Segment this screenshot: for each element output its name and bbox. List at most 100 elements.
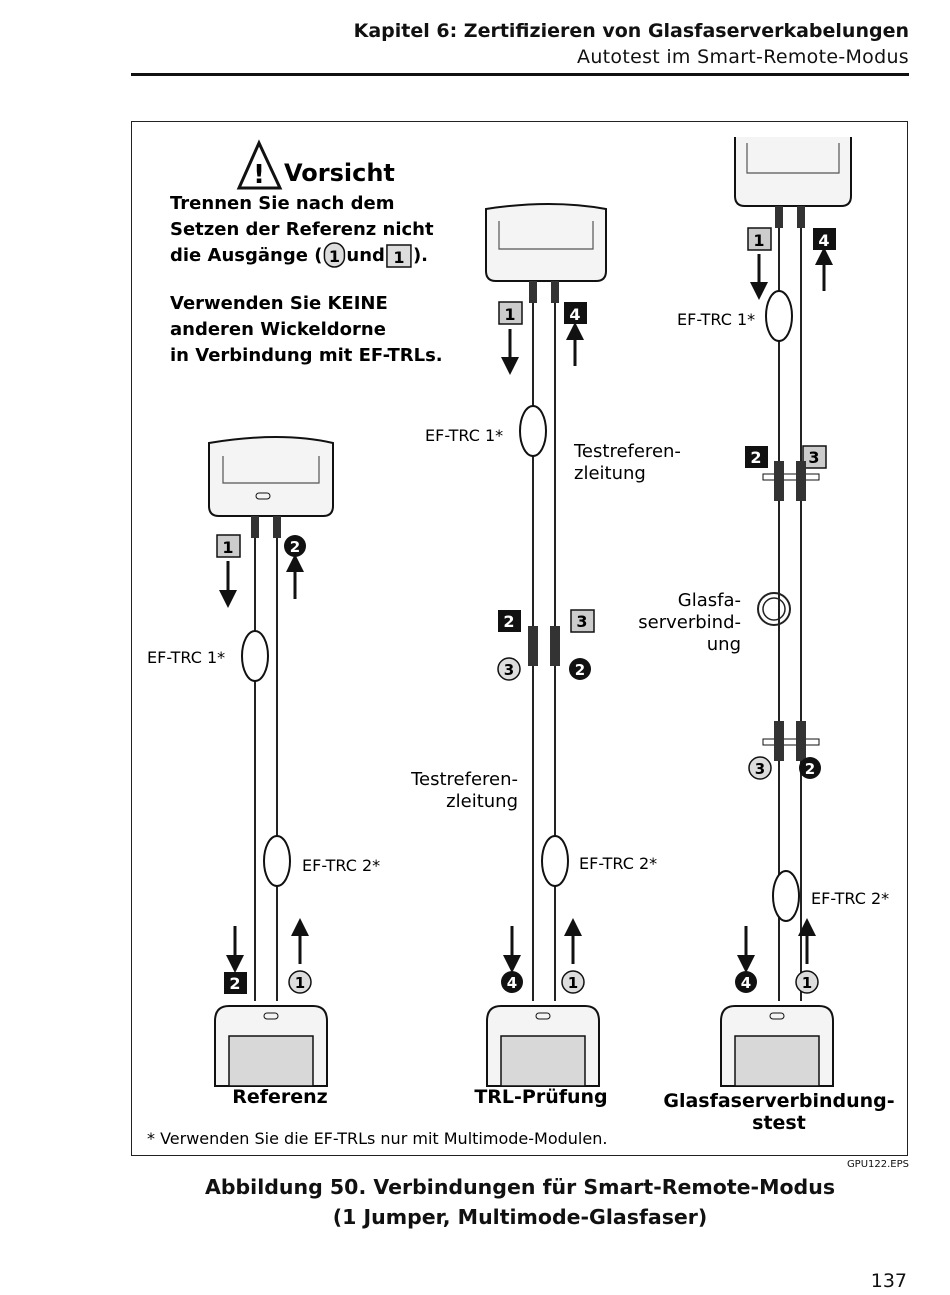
caution-line-3-prefix: die Ausgänge (	[170, 245, 322, 266]
svg-text:2: 2	[229, 974, 240, 993]
label-ef-trc-1: EF-TRC 1*	[677, 310, 755, 329]
connector	[774, 721, 784, 761]
panel-title-trl: TRL-Prüfung	[474, 1086, 607, 1108]
label-link-3: ung	[707, 634, 741, 655]
page-number: 137	[870, 1270, 907, 1292]
connector	[550, 626, 560, 666]
adapter-panel	[762, 738, 820, 746]
panel-title-link-1: Glasfaserverbindung-	[663, 1090, 894, 1112]
panel-title-reference: Referenz	[232, 1086, 328, 1108]
svg-text:1: 1	[329, 247, 340, 266]
port-badge-1: 1	[747, 227, 772, 251]
svg-text:1: 1	[568, 974, 578, 992]
svg-text:3: 3	[576, 612, 587, 631]
label-test-ref-1: Testreferen-	[410, 769, 518, 790]
svg-text:1: 1	[295, 974, 305, 992]
port-badge-4: 4	[813, 228, 836, 250]
panel-link-test: 1 4 EF-TRC 1* 2 3 Glasfa- serverbind- un…	[638, 137, 895, 1134]
remote-unit-top	[485, 203, 607, 282]
svg-text:1: 1	[753, 231, 764, 250]
svg-text:2: 2	[805, 760, 815, 778]
svg-text:2: 2	[575, 661, 585, 679]
label-ef-trc-1: EF-TRC 1*	[425, 426, 503, 445]
section-title: Autotest im Smart-Remote-Modus	[577, 46, 909, 68]
remote-unit-top	[734, 137, 852, 207]
label-ef-trc-1: EF-TRC 1*	[147, 648, 225, 667]
port-badge-3: 3	[802, 445, 827, 469]
port-badge-2: 2	[745, 446, 768, 468]
remote-unit-top	[208, 436, 334, 517]
port-badge-2-circle: 2	[799, 757, 821, 779]
svg-text:1: 1	[393, 248, 404, 267]
caution-title: Vorsicht	[284, 159, 395, 187]
mandrel-2	[772, 870, 800, 922]
port-badge-1: 1	[216, 534, 241, 558]
port-badge-1: 1	[498, 301, 523, 325]
svg-text:3: 3	[808, 448, 819, 467]
svg-text:4: 4	[507, 974, 517, 992]
port-badge-2-circle: 2	[284, 535, 306, 557]
label-link-1: Glasfa-	[678, 590, 741, 611]
caution-line-6: in Verbindung mit EF-TRLs.	[170, 345, 443, 366]
caution-line-3-suffix: ).	[413, 245, 428, 266]
port-square-badge: 1	[386, 244, 412, 268]
port-badge-3: 3	[570, 609, 595, 633]
svg-text:!: !	[253, 160, 265, 190]
caution-line-3-middle: und	[346, 245, 385, 266]
svg-text:1: 1	[222, 538, 233, 557]
mandrel-1	[241, 630, 269, 682]
svg-text:4: 4	[569, 305, 580, 324]
port-circle-badge: 1	[323, 242, 346, 268]
label-link-2: serverbind-	[638, 612, 741, 633]
chapter-title: Kapitel 6: Zertifizieren von Glasfaserve…	[353, 20, 909, 42]
port-badge-2: 2	[224, 972, 247, 994]
footnote: * Verwenden Sie die EF-TRLs nur mit Mult…	[147, 1129, 607, 1148]
svg-text:4: 4	[818, 231, 829, 250]
mandrel-2	[541, 835, 569, 887]
figure-code: GPU122.EPS	[846, 1159, 909, 1170]
panel-trl: 1 4 EF-TRC 1* Testreferen- zleitung 2 3 …	[410, 203, 681, 1108]
main-unit-bottom	[214, 1005, 328, 1087]
port-badge-2-circle: 2	[569, 658, 591, 680]
connector	[528, 626, 538, 666]
port-badge-1-circle: 1	[795, 970, 819, 994]
svg-text:2: 2	[750, 448, 761, 467]
connector	[774, 461, 784, 501]
main-unit-bottom	[720, 1005, 834, 1087]
main-unit-bottom	[486, 1005, 600, 1087]
label-ef-trc-2: EF-TRC 2*	[302, 856, 380, 875]
port-badge-3-circle: 3	[748, 756, 772, 780]
svg-text:3: 3	[504, 661, 514, 679]
svg-text:3: 3	[755, 760, 765, 778]
figure-caption-line-1: Abbildung 50. Verbindungen für Smart-Rem…	[204, 1175, 836, 1199]
label-test-ref-2: zleitung	[574, 463, 646, 484]
port-badge-4: 4	[564, 302, 587, 324]
label-ef-trc-2: EF-TRC 2*	[811, 889, 889, 908]
caution-line-2: Setzen der Referenz nicht	[170, 219, 434, 240]
caution-line-5: anderen Wickeldorne	[170, 319, 386, 340]
mandrel-1	[519, 405, 547, 457]
port-badge-1-circle: 1	[561, 970, 585, 994]
adapter-panel	[762, 473, 820, 481]
figure-caption-line-2: (1 Jumper, Multimode-Glasfaser)	[332, 1205, 708, 1229]
caution-line-1: Trennen Sie nach dem	[170, 193, 394, 214]
svg-text:2: 2	[290, 538, 300, 556]
figure-frame	[131, 121, 908, 1156]
label-test-ref-2: zleitung	[446, 791, 518, 812]
port-badge-3-circle: 3	[497, 657, 521, 681]
svg-text:1: 1	[504, 305, 515, 324]
caution-block: ! Vorsicht Trennen Sie nach dem Setzen d…	[170, 139, 443, 366]
caution-line-3: die Ausgänge (	[170, 245, 322, 266]
mandrel-1	[765, 290, 793, 342]
warning-triangle-icon: !	[236, 139, 283, 190]
port-badge-4-circle: 4	[501, 971, 523, 993]
label-test-ref-1: Testreferen-	[573, 441, 681, 462]
connector	[796, 721, 806, 761]
svg-text:4: 4	[741, 974, 751, 992]
connector	[796, 461, 806, 501]
panel-title-link-2: stest	[752, 1112, 806, 1134]
connection-diagram: ! Vorsicht Trennen Sie nach dem Setzen d…	[147, 137, 895, 1148]
header-divider	[131, 73, 909, 76]
port-badge-4-circle: 4	[735, 971, 757, 993]
port-badge-1-circle: 1	[288, 970, 312, 994]
